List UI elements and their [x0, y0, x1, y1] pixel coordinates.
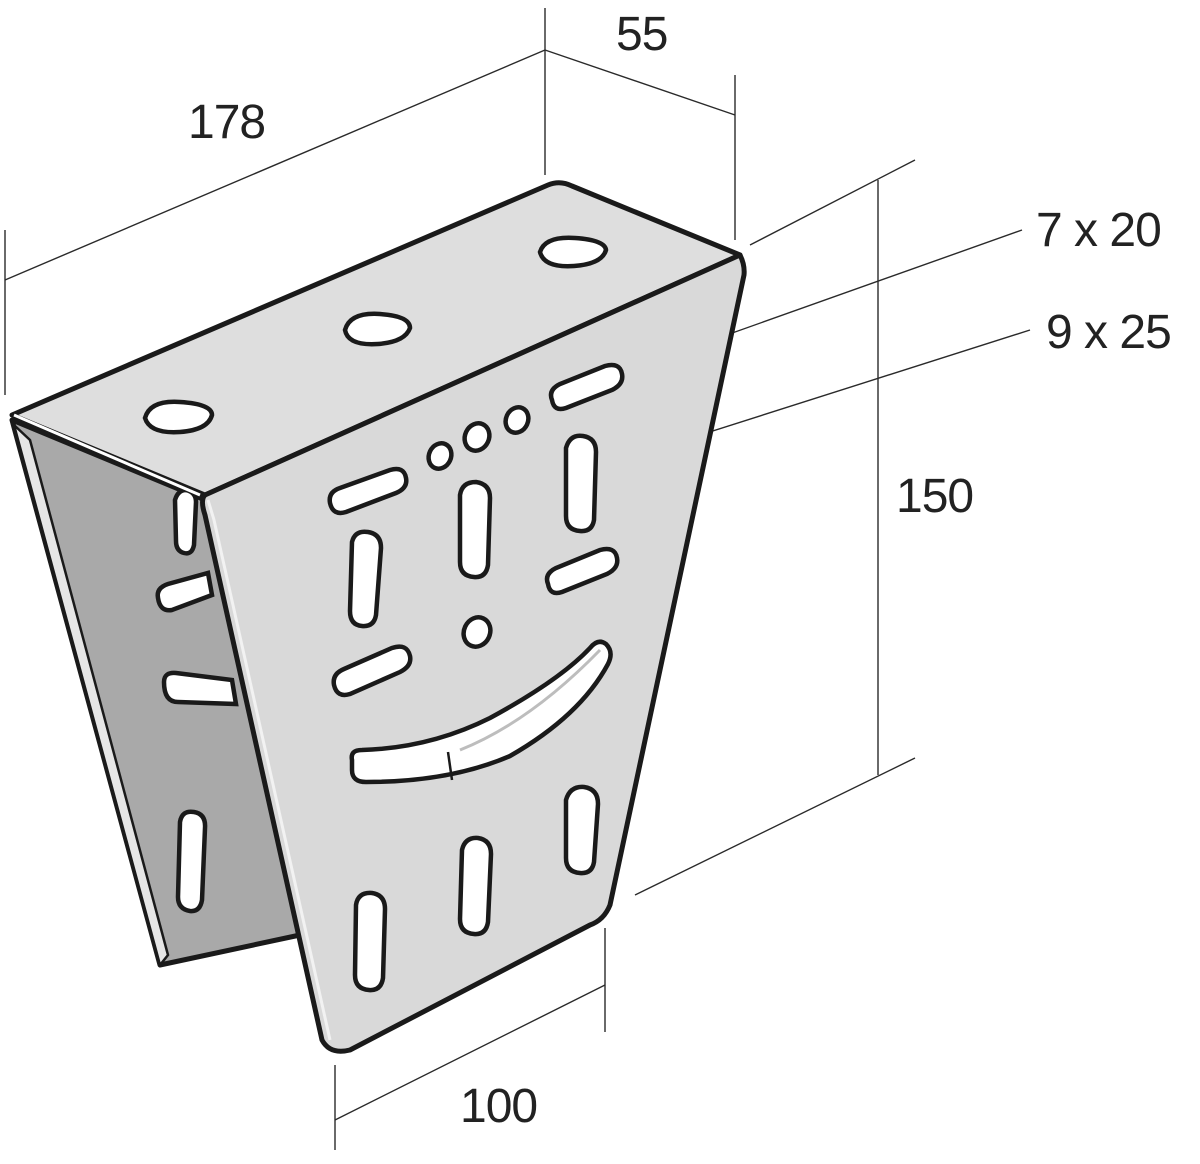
top-slot-2: [342, 311, 413, 347]
top-face: [9, 180, 743, 498]
dim-height: 150: [896, 470, 973, 523]
dim-depth: 55: [616, 8, 667, 61]
dim-slot-small: 7 x 20: [1036, 204, 1161, 257]
back-flange: [9, 417, 303, 968]
slot-7x20-upper: [548, 362, 625, 412]
curved-slot: [349, 639, 613, 785]
dim-length: 178: [188, 96, 265, 149]
front-face: [200, 252, 747, 1054]
top-slot-3: [537, 235, 609, 269]
dim-slot-large: 9 x 25: [1046, 306, 1171, 359]
dim-width: 100: [460, 1080, 537, 1133]
top-slot-1: [142, 399, 215, 435]
slot-7x20-lower: [544, 546, 620, 596]
slot-9x25-right: [563, 433, 599, 534]
dimension-labels: 178 55 7 x 20 9 x 25 150 100: [188, 8, 1172, 1133]
